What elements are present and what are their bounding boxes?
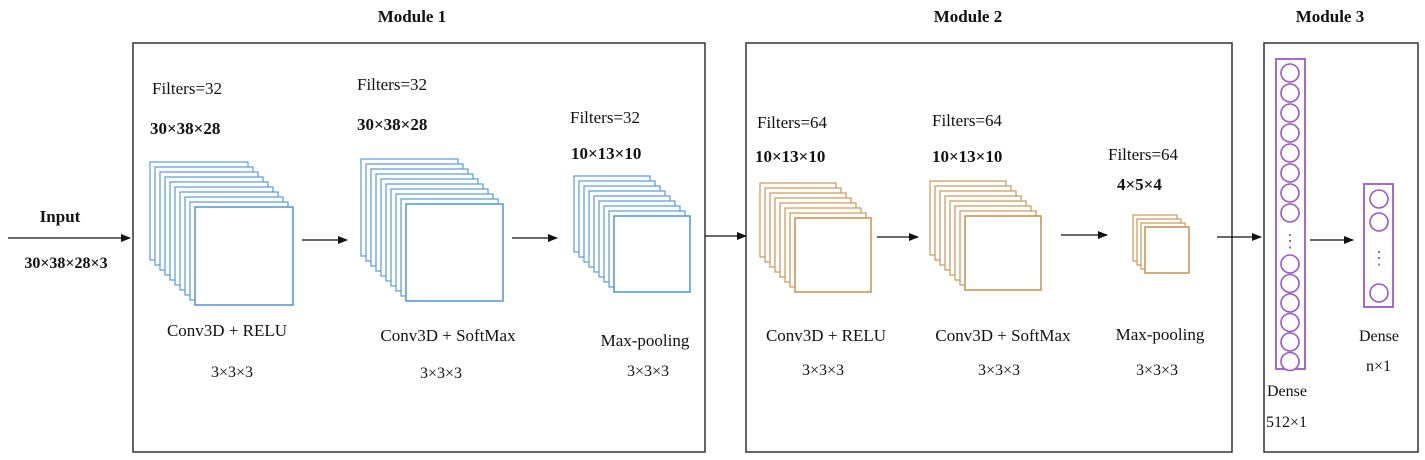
- dense-512-neurons: [1280, 63, 1300, 372]
- layer-6-shape: 4×5×4: [1117, 175, 1162, 194]
- neuron-node: [1280, 293, 1300, 313]
- layer-1-op: Conv3D + RELU: [167, 321, 287, 340]
- layer-2-op: Conv3D + SoftMax: [380, 326, 516, 345]
- module-1-frame: [132, 42, 706, 453]
- dense-n-neurons: [1369, 189, 1389, 303]
- dense-n-size: n×1: [1366, 358, 1391, 375]
- layer-2-kernel: 3×3×3: [420, 365, 462, 382]
- layer-5-shape: 10×13×10: [932, 147, 1002, 166]
- neuron-node: [1280, 123, 1300, 143]
- layer-6-filters: Filters=64: [1108, 145, 1179, 164]
- neuron-node: [1280, 273, 1300, 294]
- module-2-title: Module 2: [934, 7, 1002, 26]
- layer-3-kernel: 3×3×3: [627, 363, 669, 380]
- layer-5-filters: Filters=64: [932, 111, 1003, 130]
- module-1-title: Module 1: [378, 7, 446, 26]
- layer-6-kernel: 3×3×3: [1136, 362, 1178, 379]
- stack-conv3d-softmax-2: [929, 180, 1042, 291]
- dense-n-name: Dense: [1359, 328, 1399, 345]
- neuron-node: [1280, 254, 1300, 274]
- neuron-node: [1280, 83, 1300, 103]
- neuron-node: [1280, 312, 1300, 333]
- layer-4-shape: 10×13×10: [755, 147, 825, 166]
- dense-n-ellipsis: ⋮: [1370, 248, 1388, 268]
- stack-conv3d-softmax-1: [360, 158, 504, 302]
- layer-4-filters: Filters=64: [757, 113, 828, 132]
- layer-2-filters: Filters=32: [357, 75, 427, 94]
- neuron-node: [1369, 212, 1389, 232]
- neuron-node: [1280, 203, 1300, 223]
- neuron-node: [1280, 351, 1300, 372]
- input-shape: 30×38×28×3: [24, 255, 107, 272]
- neuron-node: [1369, 189, 1389, 209]
- layer-1-kernel: 3×3×3: [211, 364, 253, 381]
- layer-6-op: Max-pooling: [1116, 325, 1205, 344]
- feature-map-layer: [613, 215, 691, 293]
- layer-5-op: Conv3D + SoftMax: [935, 326, 1071, 345]
- stack-max-pooling-2: [1132, 214, 1190, 274]
- stack-conv3d-relu-1: [149, 161, 294, 306]
- stack-max-pooling-1: [573, 175, 691, 293]
- layer-4-op: Conv3D + RELU: [766, 326, 886, 345]
- neuron-node: [1280, 183, 1300, 203]
- layer-4-kernel: 3×3×3: [802, 362, 844, 379]
- feature-map-layer: [1144, 226, 1190, 274]
- dense-512-name: Dense: [1267, 383, 1307, 400]
- dense-512-ellipsis: ⋮: [1281, 231, 1299, 251]
- stack-conv3d-relu-2: [759, 182, 872, 293]
- layer-3-filters: Filters=32: [570, 108, 640, 127]
- dense-512-size: 512×1: [1266, 414, 1307, 431]
- module-2-frame: [745, 42, 1233, 453]
- neuron-node: [1280, 103, 1300, 123]
- layer-3-shape: 10×13×10: [571, 144, 641, 163]
- layer-1-shape: 30×38×28: [150, 119, 220, 138]
- layer-3-op: Max-pooling: [601, 331, 690, 350]
- neuron-node: [1280, 332, 1300, 352]
- feature-map-layer: [405, 203, 504, 302]
- feature-map-layer: [794, 217, 872, 293]
- dense-n-box: [1363, 183, 1394, 308]
- neuron-node: [1280, 63, 1300, 83]
- module-3-frame: [1263, 42, 1419, 453]
- layer-5-kernel: 3×3×3: [978, 362, 1020, 379]
- neuron-node: [1280, 143, 1300, 163]
- neuron-node: [1280, 163, 1300, 183]
- neuron-node: [1369, 283, 1389, 303]
- layer-1-filters: Filters=32: [152, 79, 222, 98]
- feature-map-layer: [964, 215, 1042, 291]
- input-label: Input: [40, 207, 81, 226]
- feature-map-layer: [194, 206, 294, 306]
- layer-2-shape: 30×38×28: [357, 115, 427, 134]
- module-3-title: Module 3: [1296, 7, 1364, 26]
